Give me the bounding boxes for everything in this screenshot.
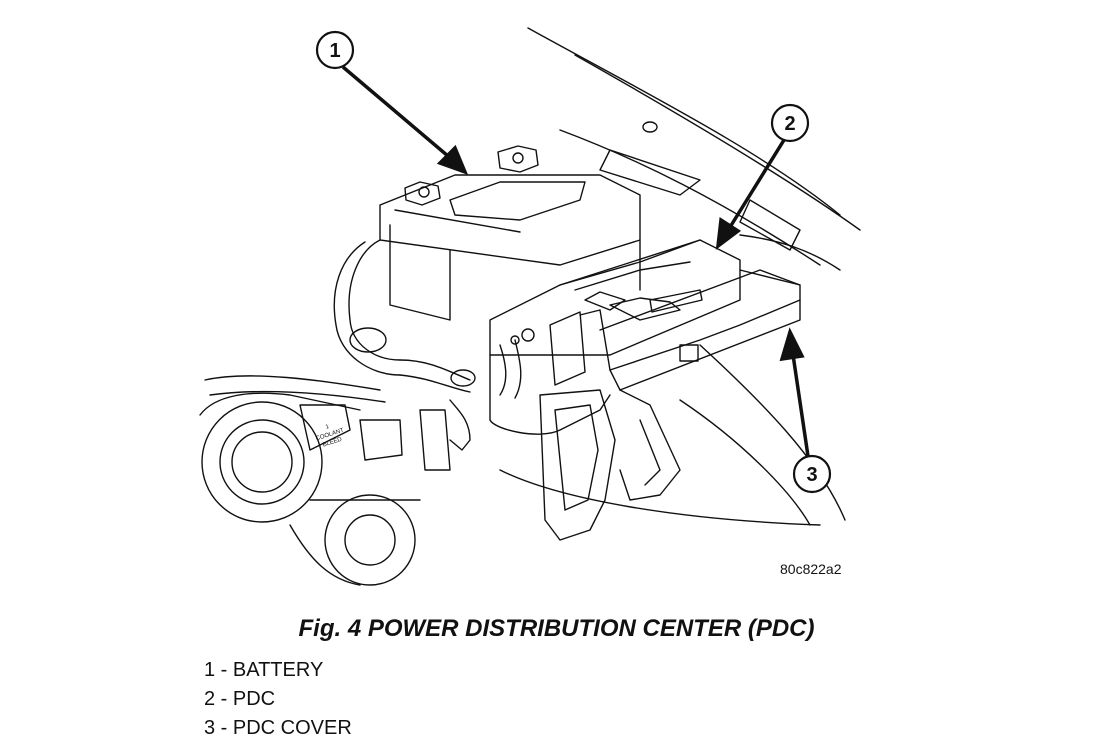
callout-circle-1 xyxy=(315,30,355,70)
callout-label-2: 2 xyxy=(784,113,795,135)
legend: 1 - BATTERY 2 - PDC 3 - PDC COVER xyxy=(204,656,352,743)
callout-label-1: 1 xyxy=(329,40,340,62)
legend-item-battery: 1 - BATTERY xyxy=(204,659,324,681)
callout-circle-3 xyxy=(792,454,832,494)
figure-caption: Fig. 4 POWER DISTRIBUTION CENTER (PDC) xyxy=(298,615,815,642)
legend-item-pdc: 2 - PDC xyxy=(204,688,276,710)
engine-label-line-3: BLEED xyxy=(322,437,343,449)
legend-item-pdc-cover: 3 - PDC COVER xyxy=(204,717,352,739)
figure-code: 80c822a2 xyxy=(780,561,842,577)
engine-label-line-1: 1 xyxy=(325,424,331,431)
pdc-illustration: 1 2 3 1 COOLANT BLEED xyxy=(199,27,861,586)
callout-circle-2 xyxy=(770,103,810,143)
callout-label-3: 3 xyxy=(806,464,817,486)
